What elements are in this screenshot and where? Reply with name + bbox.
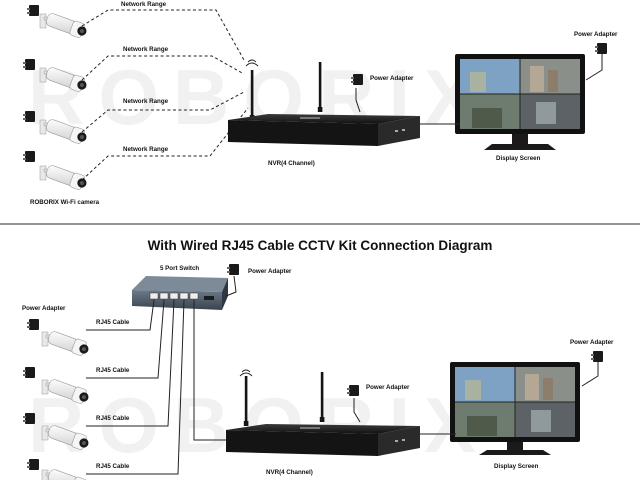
switch-power-label: Power Adapter xyxy=(248,268,292,275)
nvr-power-adapter xyxy=(351,74,363,113)
network-range-label: Network Range xyxy=(123,98,169,105)
nvr-power-label: Power Adapter xyxy=(366,384,410,391)
rj45-cable-label: RJ45 Cable xyxy=(96,367,130,374)
switch-label: 5 Port Switch xyxy=(160,265,199,272)
display-power-adapter xyxy=(585,43,607,81)
network-range-label: Network Range xyxy=(123,46,169,53)
nvr-recorder xyxy=(228,59,420,146)
display-label: Display Screen xyxy=(496,155,541,162)
rj45-cable-label: RJ45 Cable xyxy=(96,463,130,470)
camera-power-label: Power Adapter xyxy=(22,305,66,312)
wired-kit-section: With Wired RJ45 Cable CCTV Kit Connectio… xyxy=(22,238,614,480)
switch-power-adapter xyxy=(225,264,239,297)
watermark-bottom: ROBORIX xyxy=(28,381,490,469)
display-label: Display Screen xyxy=(494,463,539,470)
wifi-kit-section: Network Range Network Range Network Rang… xyxy=(23,1,618,206)
nvr-power-adapter xyxy=(347,385,361,423)
display-power-label: Power Adapter xyxy=(570,339,614,346)
rj45-cables xyxy=(86,299,234,475)
wired-kit-title: With Wired RJ45 Cable CCTV Kit Connectio… xyxy=(148,238,493,253)
rj45-cable-label: RJ45 Cable xyxy=(96,319,130,326)
nvr-label: NVR(4 Channel) xyxy=(266,469,313,476)
network-switch xyxy=(132,276,228,310)
wired-camera xyxy=(27,319,92,359)
nvr-label: NVR(4 Channel) xyxy=(268,160,315,167)
nvr-recorder xyxy=(226,369,420,456)
display-monitor xyxy=(455,54,585,150)
display-power-label: Power Adapter xyxy=(574,31,618,38)
network-range-label: Network Range xyxy=(123,146,169,153)
nvr-power-label: Power Adapter xyxy=(370,75,414,82)
rj45-cable-label: RJ45 Cable xyxy=(96,415,130,422)
network-range-label: Network Range xyxy=(121,1,167,8)
wifi-camera xyxy=(27,5,90,41)
display-power-adapter xyxy=(581,351,603,387)
wifi-camera-label: ROBORIX Wi-Fi camera xyxy=(30,199,100,206)
wifi-camera xyxy=(23,151,90,193)
display-monitor xyxy=(450,362,580,455)
